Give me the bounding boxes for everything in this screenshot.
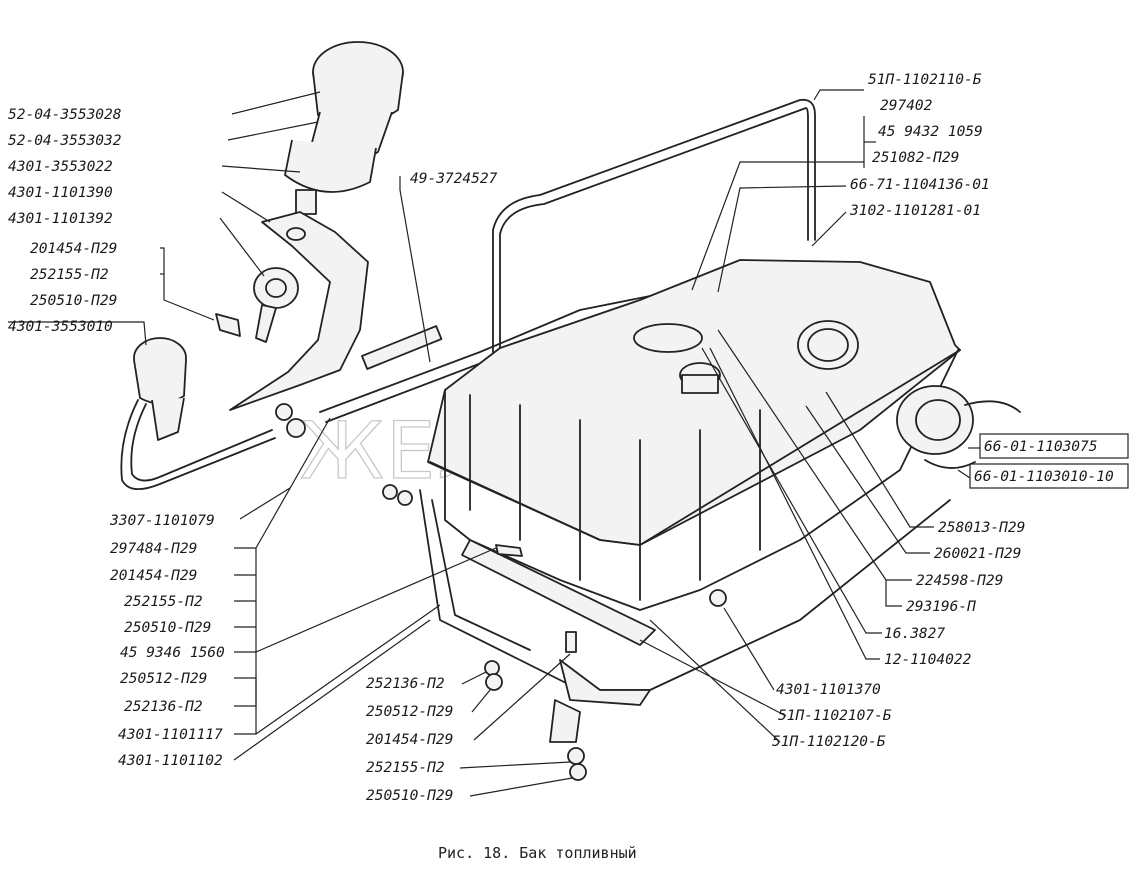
part-label: 52-04-3553028 bbox=[8, 107, 122, 123]
labels-left: 52-04-3553028 52-04-3553032 4301-3553022… bbox=[8, 107, 225, 769]
part-label: 4301-1101390 bbox=[8, 185, 113, 201]
part-label: 260021-П29 bbox=[934, 546, 1021, 562]
part-label: 4301-3553010 bbox=[8, 319, 113, 335]
part-label: 250512-П29 bbox=[120, 671, 207, 687]
part-label: 45 9346 1560 bbox=[120, 645, 225, 661]
part-label: 4301-1101392 bbox=[8, 211, 113, 227]
labels-right-lower: 258013-П29 260021-П29 224598-П29 293196-… bbox=[884, 520, 1025, 668]
filler-bracket bbox=[229, 211, 369, 411]
part-label: 3102-1101281-01 bbox=[849, 203, 981, 219]
part-label: 51П-1102110-Б bbox=[868, 72, 982, 88]
fuel-tank bbox=[427, 259, 1021, 611]
part-label: 201454-П29 bbox=[366, 732, 453, 748]
part-label: 51П-1102120-Б bbox=[772, 734, 886, 750]
part-label: 4301-1101117 bbox=[118, 727, 223, 743]
part-label: 4301-1101370 bbox=[776, 682, 881, 698]
part-label: 251082-П29 bbox=[872, 150, 959, 166]
labels-top-right: 51П-1102110-Б 297402 45 9432 1059 251082… bbox=[849, 72, 990, 219]
part-label: 224598-П29 bbox=[916, 573, 1003, 589]
fuel-line bbox=[319, 289, 681, 413]
figure-caption: Рис. 18. Бак топливный bbox=[438, 844, 637, 862]
part-label: 252136-П2 bbox=[366, 676, 445, 692]
part-label: 45 9432 1059 bbox=[878, 124, 983, 140]
part-label: 250512-П29 bbox=[366, 704, 453, 720]
part-label: 49-3724527 bbox=[410, 171, 498, 187]
part-label: 297484-П29 bbox=[110, 541, 197, 557]
part-label: 4301-3553022 bbox=[8, 159, 113, 175]
part-label: 250510-П29 bbox=[30, 293, 117, 309]
part-label: 293196-П bbox=[906, 599, 976, 615]
labels-bottom-middle: 252136-П2 250512-П29 201454-П29 252155-П… bbox=[366, 676, 453, 804]
part-label: 201454-П29 bbox=[30, 241, 117, 257]
part-label: 252136-П2 bbox=[124, 699, 203, 715]
part-label: 66-01-1103075 bbox=[984, 439, 1098, 455]
parts-drawing bbox=[120, 41, 1021, 781]
leader-lines bbox=[8, 89, 980, 797]
part-label: 51П-1102107-Б bbox=[778, 708, 892, 724]
part-label: 252155-П2 bbox=[124, 594, 203, 610]
breather-hose bbox=[120, 337, 276, 490]
part-label: 3307-1101079 bbox=[109, 513, 215, 529]
vent-rod bbox=[492, 98, 816, 371]
part-label: 250510-П29 bbox=[124, 620, 211, 636]
part-label: 252155-П2 bbox=[366, 760, 445, 776]
labels-center-bottom: 4301-1101370 51П-1102107-Б 51П-1102120-Б bbox=[772, 682, 892, 750]
labels-right-boxed: 66-01-1103075 66-01-1103010-10 bbox=[969, 433, 1129, 489]
part-label: 258013-П29 bbox=[938, 520, 1025, 536]
part-label: 66-01-1103010-10 bbox=[974, 469, 1114, 485]
part-label: 4301-1101102 bbox=[118, 753, 223, 769]
part-label: 297402 bbox=[880, 98, 932, 114]
filler-cap bbox=[284, 41, 404, 215]
part-label: 201454-П29 bbox=[110, 568, 197, 584]
part-label: 66-71-1104136-01 bbox=[850, 177, 990, 193]
part-label: 250510-П29 bbox=[366, 788, 453, 804]
part-label: 16.3827 bbox=[884, 626, 945, 642]
part-label: 252155-П2 bbox=[30, 267, 109, 283]
valve bbox=[215, 267, 299, 343]
part-label: 12-1104022 bbox=[884, 652, 971, 668]
part-label: 52-04-3553032 bbox=[8, 133, 122, 149]
tank-cradle bbox=[419, 489, 951, 743]
